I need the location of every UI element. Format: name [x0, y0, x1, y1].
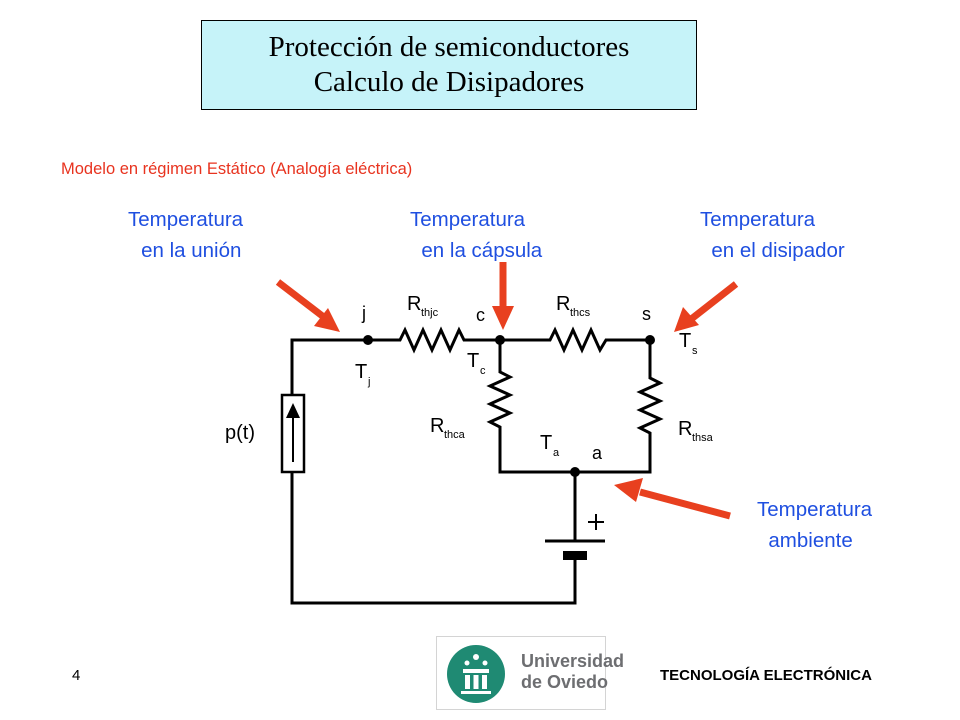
logo-line-2: de Oviedo	[521, 672, 609, 692]
node-a-label: a	[592, 443, 603, 463]
logo-line-1: Universidad	[521, 651, 625, 671]
battery-short-plate	[563, 551, 587, 560]
source-label: p(t)	[225, 422, 255, 444]
node-s-label: s	[642, 304, 651, 324]
arrow-union-shaft	[275, 279, 328, 321]
arrow-ambiente-head	[614, 478, 643, 502]
title-line-2: Calculo de Disipadores	[313, 66, 585, 98]
ts-sub: s	[692, 345, 698, 357]
arrow-disipador-shaft	[687, 281, 739, 323]
resistor-rthjc	[368, 326, 500, 354]
label-temperatura-ambiente: Temperatura ambiente	[757, 498, 873, 552]
arrow-disipador-head	[674, 307, 699, 332]
node-j-label: j	[361, 303, 366, 323]
arrow-ambiente-shaft	[639, 488, 731, 520]
node-c-label: c	[476, 305, 485, 325]
rthcs-sub: thcs	[570, 307, 591, 319]
arrow-capsula-head	[492, 306, 514, 330]
node-s-dot	[645, 335, 655, 345]
rthca-sub: thca	[444, 429, 466, 441]
ts-label: T	[679, 330, 691, 352]
title-box: Protección de semiconductores Calculo de…	[201, 20, 697, 110]
wire-left-bottom	[290, 472, 577, 605]
university-emblem-icon	[447, 645, 505, 703]
ta-label: T	[540, 432, 552, 454]
rthsa-label: R	[678, 418, 692, 440]
resistor-rthca	[486, 340, 575, 474]
label-temperatura-disipador: Temperatura en el disipador	[700, 208, 845, 262]
page-number: 4	[72, 667, 81, 684]
node-j-dot	[363, 335, 373, 345]
tc-sub: c	[480, 365, 486, 377]
subtitle: Modelo en régimen Estático (Analogía elé…	[61, 160, 413, 178]
rthca-label: R	[430, 415, 444, 437]
rthjc-label: R	[407, 293, 421, 315]
label-temperatura-union: Temperatura en la unión	[128, 208, 244, 262]
source-arrow-head	[286, 403, 300, 418]
ta-sub: a	[553, 447, 560, 459]
rthsa-sub: thsa	[692, 432, 714, 444]
current-source-box	[280, 393, 306, 474]
arrow-union-head	[314, 308, 340, 332]
tj-label: T	[355, 361, 367, 383]
rthjc-sub: thjc	[421, 307, 439, 319]
resistor-rthcs	[500, 326, 650, 354]
tc-label: T	[467, 350, 479, 372]
university-logo: Universidad de Oviedo	[436, 636, 624, 710]
label-temperatura-capsula: Temperatura en la cápsula	[410, 208, 543, 262]
tj-sub: j	[367, 376, 370, 388]
node-a-dot	[570, 467, 580, 477]
resistor-rthsa	[575, 340, 664, 474]
title-line-1: Protección de semiconductores	[268, 31, 630, 63]
footer-course-name: TECNOLOGÍA ELECTRÓNICA	[660, 667, 872, 684]
logo-text: Universidad de Oviedo	[521, 651, 624, 693]
wire-left-top	[290, 338, 368, 395]
rthcs-label: R	[556, 293, 570, 315]
node-c-dot	[495, 335, 505, 345]
